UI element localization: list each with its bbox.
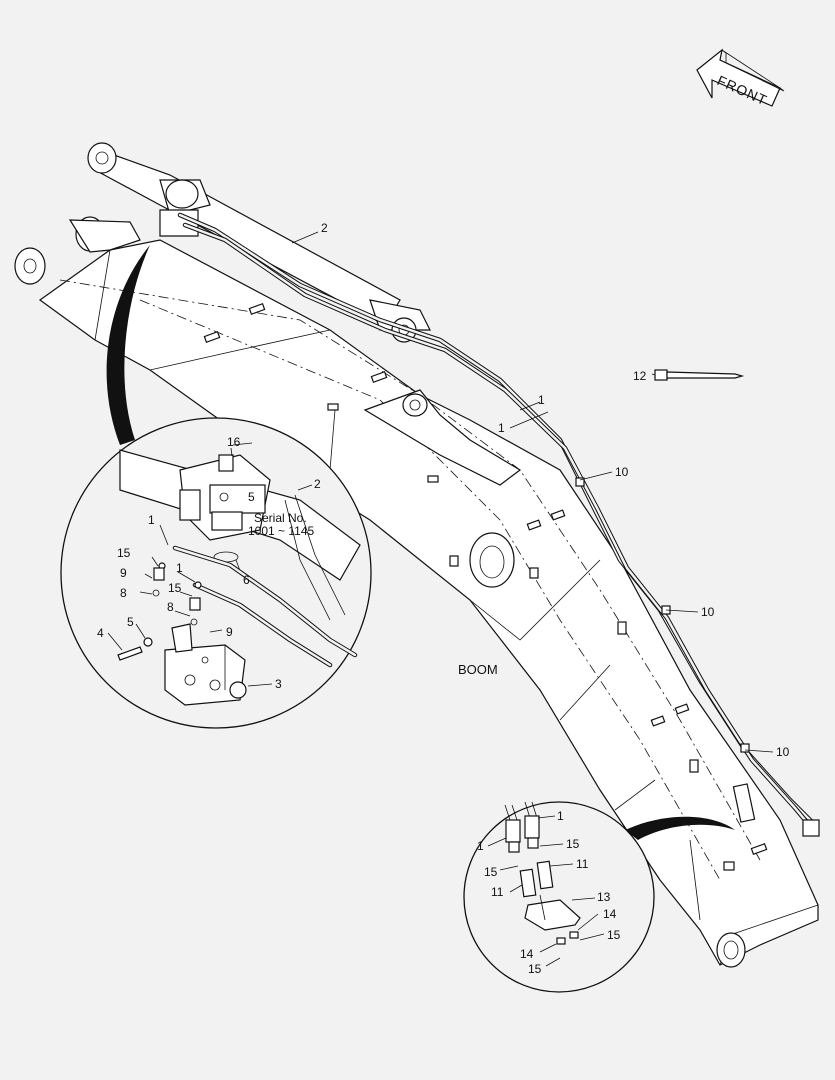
callout-10-middle: 10 bbox=[701, 605, 715, 619]
detail-callout-4: 4 bbox=[97, 626, 104, 640]
detail-callout-8-right: 8 bbox=[167, 600, 174, 614]
callout-12: 12 bbox=[633, 369, 647, 383]
callout-1-upper: 1 bbox=[538, 393, 545, 407]
detail-callout-15-right: 15 bbox=[168, 581, 182, 595]
callout-1-lower: 1 bbox=[498, 421, 505, 435]
detail2-callout-15-right: 15 bbox=[566, 837, 580, 851]
boom-label: BOOM bbox=[458, 662, 498, 677]
detail-callout-6: 6 bbox=[243, 573, 250, 587]
callout-10-top: 10 bbox=[615, 465, 629, 479]
callout-10-bottom: 10 bbox=[776, 745, 790, 759]
detail-callout-5: 5 bbox=[127, 615, 134, 629]
detail-callout-3: 3 bbox=[275, 677, 282, 691]
detail-callout-2: 2 bbox=[314, 477, 321, 491]
detail-callout-9-left: 9 bbox=[120, 566, 127, 580]
detail-pointer-lower bbox=[625, 816, 735, 840]
detail2-callout-1-left: 1 bbox=[477, 839, 484, 853]
detail-callout-1-right: 1 bbox=[176, 561, 183, 575]
detail-callout-8-left: 8 bbox=[120, 586, 127, 600]
detail-callout-5-boxed: 5 bbox=[248, 490, 255, 504]
detail2-callout-1-right: 1 bbox=[557, 809, 564, 823]
callout-2: 2 bbox=[321, 221, 328, 235]
detail2-callout-14-left: 14 bbox=[520, 947, 534, 961]
detail-pointer-upper bbox=[106, 245, 150, 445]
detail2-callout-13: 13 bbox=[597, 890, 611, 904]
detail-callout-9-right: 9 bbox=[226, 625, 233, 639]
detail2-callout-11-right: 11 bbox=[576, 857, 589, 871]
detail2-callout-15-lower-right: 15 bbox=[607, 928, 621, 942]
hydraulic-lines bbox=[177, 212, 820, 837]
detail-callout-15-left: 15 bbox=[117, 546, 131, 560]
detail-callout-16: 16 bbox=[227, 435, 241, 449]
detail2-callout-15-lower-left: 15 bbox=[528, 962, 542, 976]
serial-number-line2: 1001 ~ 1145 bbox=[248, 524, 315, 538]
detail-circle-lower bbox=[463, 801, 655, 993]
detail-circle-upper bbox=[60, 417, 372, 729]
detail2-callout-15-left: 15 bbox=[484, 865, 498, 879]
serial-number-line1: Serial No. bbox=[254, 511, 307, 525]
leader-lines bbox=[291, 231, 774, 753]
detail-callout-1-left: 1 bbox=[148, 513, 155, 527]
front-arrow-icon: FRONT bbox=[696, 48, 785, 108]
cable-tie-icon bbox=[654, 369, 745, 381]
detail2-callout-14-right: 14 bbox=[603, 907, 617, 921]
detail2-callout-11-left: 11 bbox=[491, 885, 504, 899]
